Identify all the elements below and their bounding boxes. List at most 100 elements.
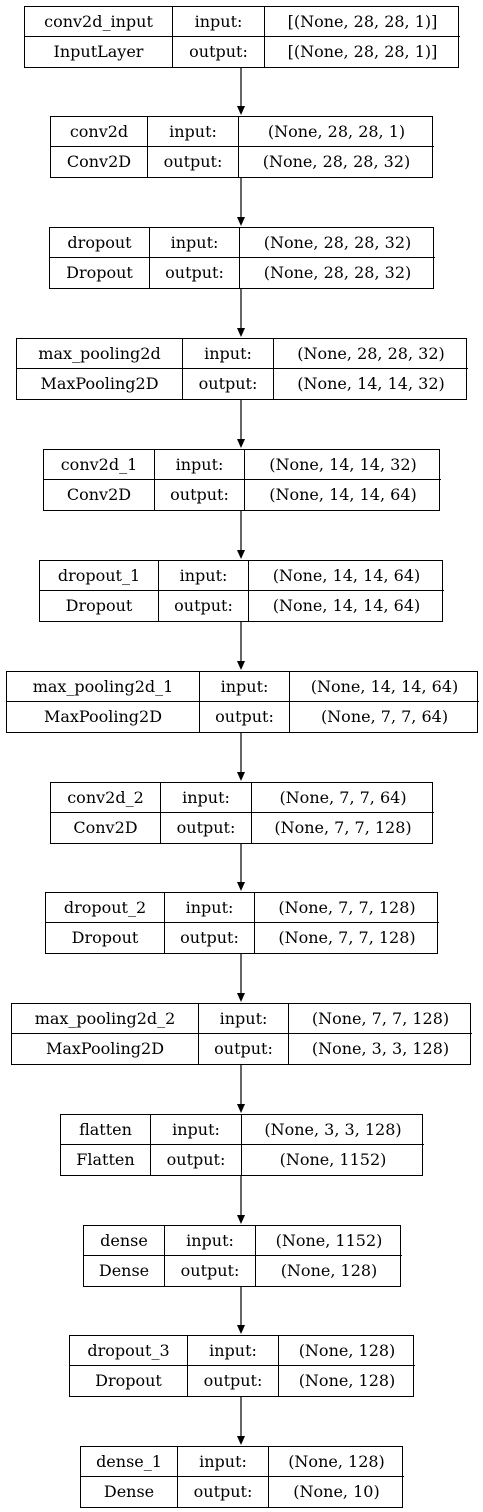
output-shape: (None, 7, 7, 64) bbox=[320, 707, 449, 726]
output-label: output: bbox=[199, 1034, 289, 1064]
layer-name: conv2d_input bbox=[25, 7, 173, 37]
layer-type: Dropout bbox=[50, 258, 150, 288]
layer-name: dropout_2 bbox=[46, 893, 165, 923]
output-shape: (None, 3, 3, 128) bbox=[311, 1039, 450, 1058]
layer-type: MaxPooling2D bbox=[17, 369, 183, 399]
input-shape: (None, 1152) bbox=[256, 1226, 402, 1256]
input-label: input: bbox=[178, 1447, 269, 1477]
layer-type: Dense bbox=[84, 1256, 165, 1286]
edge-arrowhead bbox=[237, 882, 245, 891]
layer-type: InputLayer bbox=[25, 37, 173, 67]
layer-type: Flatten bbox=[61, 1145, 151, 1175]
layer-type: Dropout bbox=[70, 1366, 188, 1396]
layer-name: max_pooling2d bbox=[17, 339, 183, 369]
output-label: output: bbox=[183, 369, 274, 399]
layer-type: Conv2D bbox=[51, 813, 161, 843]
input-label: input: bbox=[159, 561, 249, 591]
layer-name: conv2d bbox=[51, 117, 148, 147]
layer-name: conv2d_2 bbox=[51, 783, 161, 813]
layer-name: max_pooling2d_2 bbox=[12, 1004, 199, 1034]
input-label: input: bbox=[155, 450, 245, 480]
input-label: input: bbox=[165, 893, 255, 923]
output-label: output: bbox=[178, 1477, 269, 1507]
output-shape: (None, 128) bbox=[298, 1371, 396, 1390]
layer-name: dropout bbox=[50, 228, 150, 258]
input-shape: (None, 28, 28, 32) bbox=[274, 339, 468, 369]
input-shape: (None, 14, 14, 64) bbox=[249, 561, 444, 591]
output-label: output: bbox=[148, 147, 239, 177]
edge-arrowhead bbox=[237, 328, 245, 337]
layer-type: MaxPooling2D bbox=[7, 702, 200, 732]
layer-name: dense_1 bbox=[81, 1447, 178, 1477]
layer-name: dense bbox=[84, 1226, 165, 1256]
input-label: input: bbox=[188, 1336, 279, 1366]
input-shape: (None, 28, 28, 1) bbox=[239, 117, 434, 147]
input-shape: (None, 7, 7, 128) bbox=[255, 893, 439, 923]
output-shape: (None, 128) bbox=[280, 1261, 378, 1280]
layer-name: conv2d_1 bbox=[44, 450, 155, 480]
output-label: output: bbox=[173, 37, 265, 67]
edge-arrowhead bbox=[237, 217, 245, 226]
output-shape: (None, 1152) bbox=[279, 1150, 387, 1169]
input-shape: [(None, 28, 28, 1)] bbox=[265, 7, 460, 37]
layer-name: dropout_3 bbox=[70, 1336, 188, 1366]
layer-type: Dense bbox=[81, 1477, 178, 1507]
input-shape: (None, 14, 14, 32) bbox=[245, 450, 441, 480]
layer-type: Conv2D bbox=[44, 480, 155, 510]
input-shape: (None, 7, 7, 128) bbox=[289, 1004, 472, 1034]
layer-name: flatten bbox=[61, 1115, 151, 1145]
input-label: input: bbox=[165, 1226, 256, 1256]
input-shape: (None, 7, 7, 64) bbox=[252, 783, 434, 813]
layer-type: Dropout bbox=[40, 591, 159, 621]
output-label: output: bbox=[165, 1256, 256, 1286]
input-label: input: bbox=[183, 339, 274, 369]
input-label: input: bbox=[148, 117, 239, 147]
output-shape: (None, 10) bbox=[293, 1482, 380, 1501]
output-shape: (None, 28, 28, 32) bbox=[262, 152, 411, 171]
input-shape: (None, 128) bbox=[279, 1336, 415, 1366]
input-label: input: bbox=[161, 783, 252, 813]
output-label: output: bbox=[151, 1145, 242, 1175]
layer-type: Conv2D bbox=[51, 147, 148, 177]
output-shape: (None, 7, 7, 128) bbox=[274, 818, 412, 837]
input-label: input: bbox=[199, 1004, 289, 1034]
edge-arrowhead bbox=[237, 772, 245, 781]
edge-arrowhead bbox=[237, 106, 245, 115]
input-label: input: bbox=[151, 1115, 242, 1145]
edge-arrowhead bbox=[237, 550, 245, 559]
layer-name: dropout_1 bbox=[40, 561, 159, 591]
input-shape: (None, 14, 14, 64) bbox=[290, 672, 479, 702]
output-label: output: bbox=[188, 1366, 279, 1396]
input-shape: (None, 128) bbox=[269, 1447, 404, 1477]
input-shape: (None, 3, 3, 128) bbox=[242, 1115, 424, 1145]
edge-arrowhead bbox=[237, 993, 245, 1002]
output-shape: (None, 14, 14, 64) bbox=[272, 596, 421, 615]
input-shape: (None, 28, 28, 32) bbox=[240, 228, 435, 258]
output-label: output: bbox=[161, 813, 252, 843]
output-shape: (None, 28, 28, 32) bbox=[263, 263, 412, 282]
edge-arrowhead bbox=[237, 1104, 245, 1113]
edge-arrowhead bbox=[237, 1436, 245, 1445]
edge-arrowhead bbox=[237, 439, 245, 448]
layer-type: MaxPooling2D bbox=[12, 1034, 199, 1064]
layer-name: max_pooling2d_1 bbox=[7, 672, 200, 702]
input-label: input: bbox=[150, 228, 240, 258]
edge-arrowhead bbox=[237, 1215, 245, 1224]
output-shape: (None, 14, 14, 64) bbox=[269, 485, 417, 504]
output-shape: (None, 14, 14, 32) bbox=[297, 374, 445, 393]
output-label: output: bbox=[165, 923, 255, 953]
